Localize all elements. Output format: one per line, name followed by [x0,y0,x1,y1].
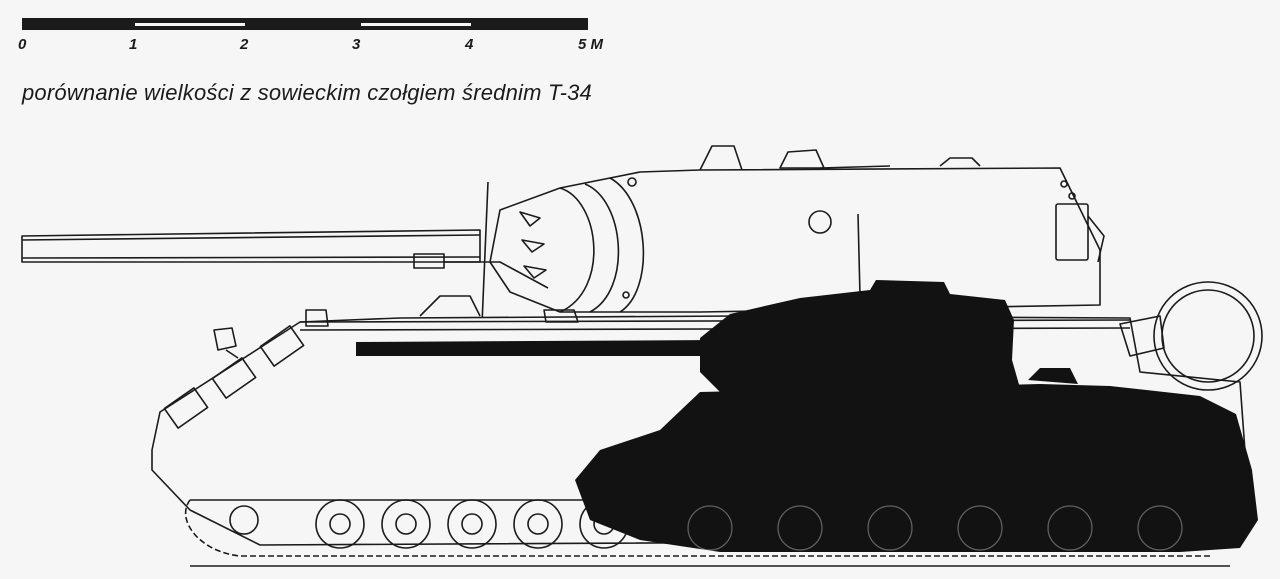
scale-segment-light [135,23,245,26]
scale-tick-label: 3 [352,36,361,53]
comparison-caption: porównanie wielkości z sowieckim czołgie… [22,80,592,105]
scale-tick-label: 2 [240,36,249,53]
t34-silhouette [356,280,1258,552]
scale-segment-light [361,23,471,26]
t34-turret [700,280,1020,392]
scale-end-label: 5 M [578,36,604,53]
scale-bar: 0 1 2 3 4 5 M [18,18,622,58]
t34-gun-barrel [356,340,720,356]
turret-outline [413,145,1105,325]
scale-tick-label: 0 [18,36,27,53]
scale-line [22,18,588,30]
scale-tick-label: 1 [129,36,138,53]
t34-hull [575,384,1258,552]
main-gun-barrel [21,229,481,263]
t34-wheels [687,505,1183,551]
scale-tick-label: 4 [465,36,474,53]
